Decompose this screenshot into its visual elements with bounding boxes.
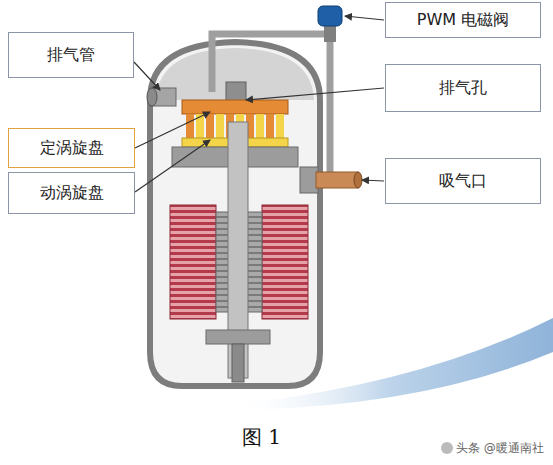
lower-bearing: [206, 330, 270, 344]
leader-line: [135, 140, 210, 192]
orbiting-tooth: [216, 114, 224, 138]
leader-line: [362, 180, 384, 181]
suction-fitting: [300, 167, 318, 193]
callout-label: 排气孔: [439, 78, 487, 99]
bypass-pipe: [212, 34, 330, 178]
fixed-tooth: [266, 114, 274, 138]
oil-pump: [232, 344, 244, 382]
discharge-pipe-end: [147, 88, 157, 106]
orbiting-tooth: [276, 114, 284, 138]
leader-line: [135, 112, 210, 148]
callout-box: 动涡旋盘: [8, 172, 135, 214]
valve-body: [324, 26, 336, 42]
orbiting-tooth: [256, 114, 264, 138]
callout-box: 定涡旋盘: [8, 128, 135, 168]
callout-box: PWM 电磁阀: [385, 2, 541, 38]
suction-pipe-end: [354, 172, 362, 188]
solenoid-coil: [318, 6, 342, 26]
compressor-shell: [150, 42, 320, 386]
watermark: 头条 @暖通南社: [456, 440, 544, 457]
fixed-tooth: [186, 114, 194, 138]
callout-box: 排气管: [8, 32, 134, 78]
callout-label: PWM 电磁阀: [417, 10, 509, 31]
callout-label: 定涡旋盘: [40, 138, 104, 159]
leader-lines: [134, 16, 384, 192]
fixed-scroll: [182, 100, 288, 114]
callout-label: 排气管: [47, 45, 95, 66]
stator-right: [262, 205, 308, 319]
callout-label: 吸气口: [439, 171, 487, 192]
leader-line: [246, 88, 384, 100]
leader-line: [345, 16, 384, 20]
suction-pipe: [316, 172, 358, 188]
fixed-tooth: [206, 114, 214, 138]
callout-box: 排气孔: [385, 64, 541, 112]
leader-line: [134, 62, 160, 90]
figure-caption: 图 1: [242, 424, 281, 451]
stator-left: [170, 205, 216, 319]
callout-box: 吸气口: [385, 158, 541, 204]
callout-label: 动涡旋盘: [40, 183, 104, 204]
watermark-icon: [441, 442, 453, 454]
